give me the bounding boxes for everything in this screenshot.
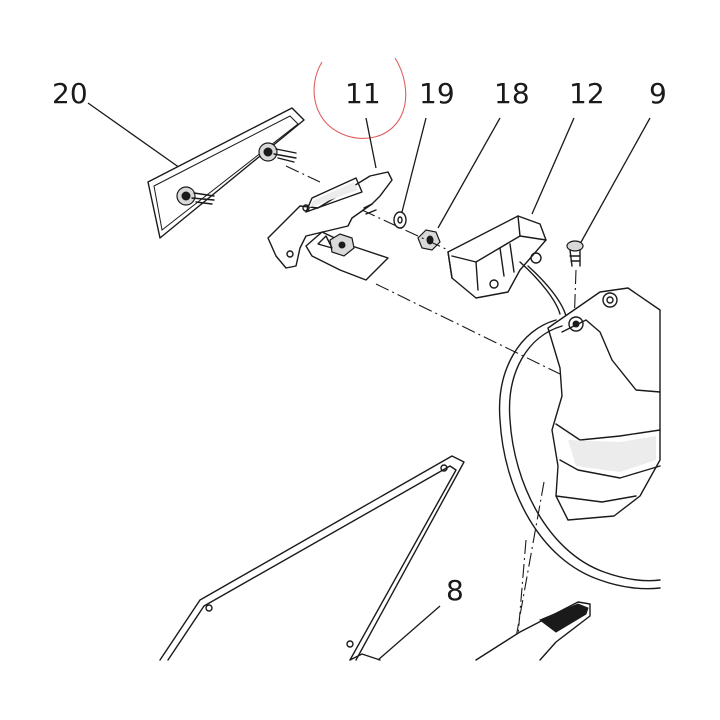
callout-20: 20 bbox=[52, 77, 88, 110]
rear-fender bbox=[498, 287, 661, 590]
callout-12: 12 bbox=[569, 77, 605, 110]
leader-lines bbox=[87, 102, 651, 661]
nut-part-18 bbox=[417, 229, 441, 251]
lamp-part-12 bbox=[447, 215, 567, 317]
callout-9: 9 bbox=[649, 77, 667, 110]
screw-part-9 bbox=[566, 240, 584, 267]
bracket-part-11 bbox=[267, 171, 393, 281]
callout-18: 18 bbox=[494, 77, 530, 110]
callout-19: 19 bbox=[419, 77, 455, 110]
license-plate-part-8 bbox=[159, 455, 465, 661]
callout-8: 8 bbox=[446, 574, 464, 607]
lower-bracket bbox=[349, 601, 591, 661]
highlight-circle bbox=[313, 57, 407, 139]
reflector-part-20 bbox=[147, 107, 305, 239]
callout-11: 11 bbox=[345, 77, 381, 110]
